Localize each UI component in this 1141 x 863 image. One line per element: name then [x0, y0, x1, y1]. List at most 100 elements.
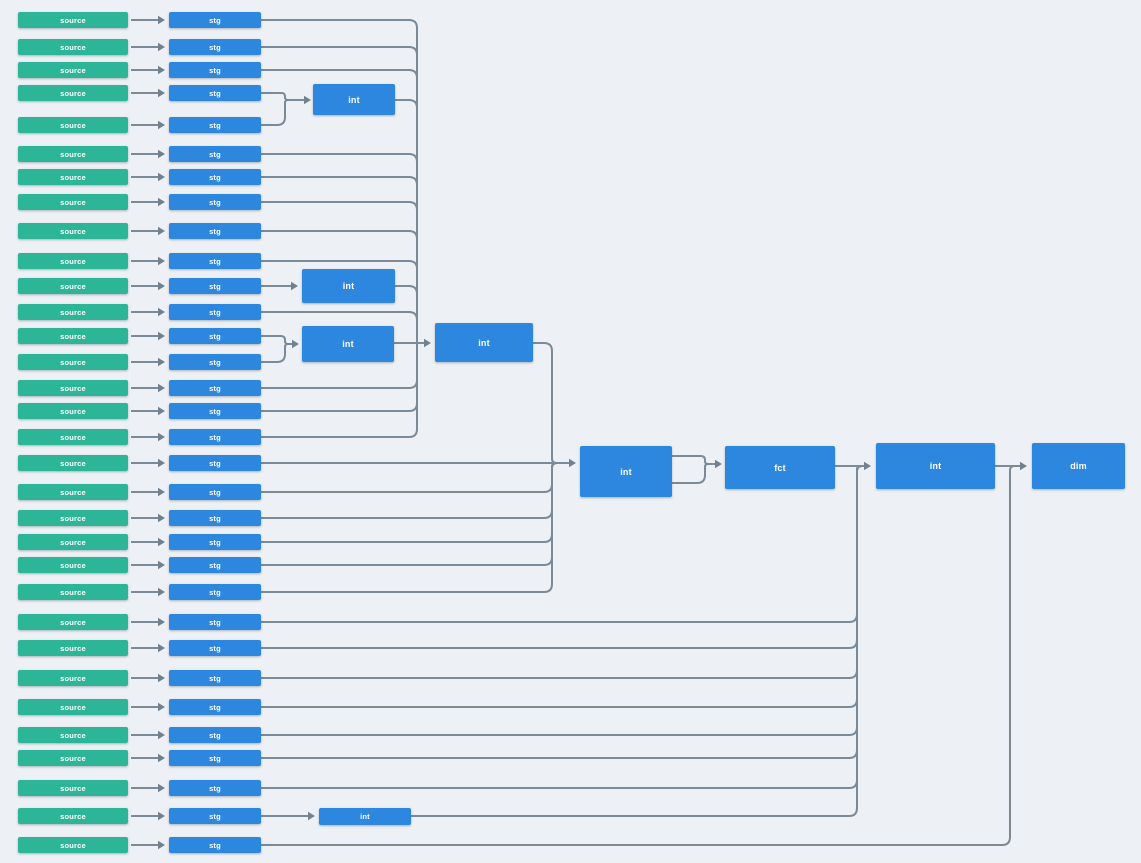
arrowhead-icon — [158, 560, 165, 570]
node-int-4[interactable]: int — [435, 323, 533, 362]
node-stg-14[interactable]: stg — [169, 354, 261, 370]
node-source-20[interactable]: source — [18, 510, 128, 526]
node-source-9[interactable]: source — [18, 223, 128, 239]
node-stg-19[interactable]: stg — [169, 484, 261, 500]
arrowhead-icon — [158, 783, 165, 793]
node-stg-7[interactable]: stg — [169, 169, 261, 185]
arrowhead-icon — [158, 88, 165, 98]
node-stg-27[interactable]: stg — [169, 699, 261, 715]
node-int-6[interactable]: int — [876, 443, 995, 489]
edge — [261, 19, 418, 343]
node-source-18[interactable]: source — [18, 455, 128, 471]
arrowhead-icon — [424, 338, 431, 348]
node-source-24[interactable]: source — [18, 614, 128, 630]
node-int-7[interactable]: int — [319, 808, 411, 825]
node-stg-17[interactable]: stg — [169, 429, 261, 445]
node-source-26[interactable]: source — [18, 670, 128, 686]
node-source-31[interactable]: source — [18, 808, 128, 824]
edge — [395, 285, 418, 343]
node-stg-5[interactable]: stg — [169, 117, 261, 133]
arrowhead-icon — [158, 458, 165, 468]
node-int-5[interactable]: int — [580, 446, 672, 497]
node-source-12[interactable]: source — [18, 304, 128, 320]
node-source-10[interactable]: source — [18, 253, 128, 269]
node-stg-10[interactable]: stg — [169, 253, 261, 269]
node-source-1[interactable]: source — [18, 12, 128, 28]
edge — [261, 46, 418, 343]
node-source-8[interactable]: source — [18, 194, 128, 210]
arrowhead-icon — [158, 197, 165, 207]
node-source-23[interactable]: source — [18, 584, 128, 600]
node-stg-12[interactable]: stg — [169, 304, 261, 320]
node-int-3[interactable]: int — [302, 326, 394, 362]
arrowhead-icon — [291, 281, 298, 291]
node-source-15[interactable]: source — [18, 380, 128, 396]
node-source-22[interactable]: source — [18, 557, 128, 573]
node-stg-31[interactable]: stg — [169, 808, 261, 824]
arrowhead-icon — [158, 65, 165, 75]
node-source-7[interactable]: source — [18, 169, 128, 185]
node-source-14[interactable]: source — [18, 354, 128, 370]
arrowhead-icon — [1020, 461, 1027, 471]
node-stg-6[interactable]: stg — [169, 146, 261, 162]
node-stg-3[interactable]: stg — [169, 62, 261, 78]
node-stg-20[interactable]: stg — [169, 510, 261, 526]
node-source-6[interactable]: source — [18, 146, 128, 162]
arrowhead-icon — [158, 587, 165, 597]
node-dim-1[interactable]: dim — [1032, 443, 1125, 489]
node-stg-26[interactable]: stg — [169, 670, 261, 686]
arrowhead-icon — [158, 331, 165, 341]
edge — [261, 69, 418, 343]
node-source-29[interactable]: source — [18, 750, 128, 766]
arrowhead-icon — [158, 513, 165, 523]
node-stg-15[interactable]: stg — [169, 380, 261, 396]
node-stg-2[interactable]: stg — [169, 39, 261, 55]
node-source-5[interactable]: source — [18, 117, 128, 133]
node-stg-8[interactable]: stg — [169, 194, 261, 210]
node-stg-18[interactable]: stg — [169, 455, 261, 471]
arrowhead-icon — [158, 643, 165, 653]
node-source-3[interactable]: source — [18, 62, 128, 78]
node-int-2[interactable]: int — [302, 269, 395, 303]
node-stg-30[interactable]: stg — [169, 780, 261, 796]
node-source-4[interactable]: source — [18, 85, 128, 101]
node-stg-13[interactable]: stg — [169, 328, 261, 344]
node-source-21[interactable]: source — [18, 534, 128, 550]
arrowhead-icon — [158, 383, 165, 393]
node-fct-1[interactable]: fct — [725, 446, 835, 489]
node-stg-1[interactable]: stg — [169, 12, 261, 28]
node-stg-29[interactable]: stg — [169, 750, 261, 766]
node-source-16[interactable]: source — [18, 403, 128, 419]
node-stg-9[interactable]: stg — [169, 223, 261, 239]
node-stg-28[interactable]: stg — [169, 727, 261, 743]
node-source-30[interactable]: source — [18, 780, 128, 796]
arrowhead-icon — [158, 120, 165, 130]
node-source-32[interactable]: source — [18, 837, 128, 853]
node-source-11[interactable]: source — [18, 278, 128, 294]
node-stg-23[interactable]: stg — [169, 584, 261, 600]
node-source-27[interactable]: source — [18, 699, 128, 715]
node-stg-25[interactable]: stg — [169, 640, 261, 656]
arrowhead-icon — [292, 339, 299, 349]
node-source-25[interactable]: source — [18, 640, 128, 656]
node-stg-4[interactable]: stg — [169, 85, 261, 101]
node-stg-11[interactable]: stg — [169, 278, 261, 294]
arrowhead-icon — [158, 307, 165, 317]
arrowhead-icon — [158, 617, 165, 627]
node-stg-21[interactable]: stg — [169, 534, 261, 550]
arrowhead-icon — [158, 753, 165, 763]
node-stg-22[interactable]: stg — [169, 557, 261, 573]
node-source-13[interactable]: source — [18, 328, 128, 344]
node-stg-32[interactable]: stg — [169, 837, 261, 853]
arrowhead-icon — [158, 537, 165, 547]
node-source-28[interactable]: source — [18, 727, 128, 743]
node-stg-24[interactable]: stg — [169, 614, 261, 630]
arrowhead-icon — [158, 357, 165, 367]
node-source-19[interactable]: source — [18, 484, 128, 500]
node-stg-16[interactable]: stg — [169, 403, 261, 419]
node-int-1[interactable]: int — [313, 84, 395, 115]
node-source-2[interactable]: source — [18, 39, 128, 55]
node-source-17[interactable]: source — [18, 429, 128, 445]
